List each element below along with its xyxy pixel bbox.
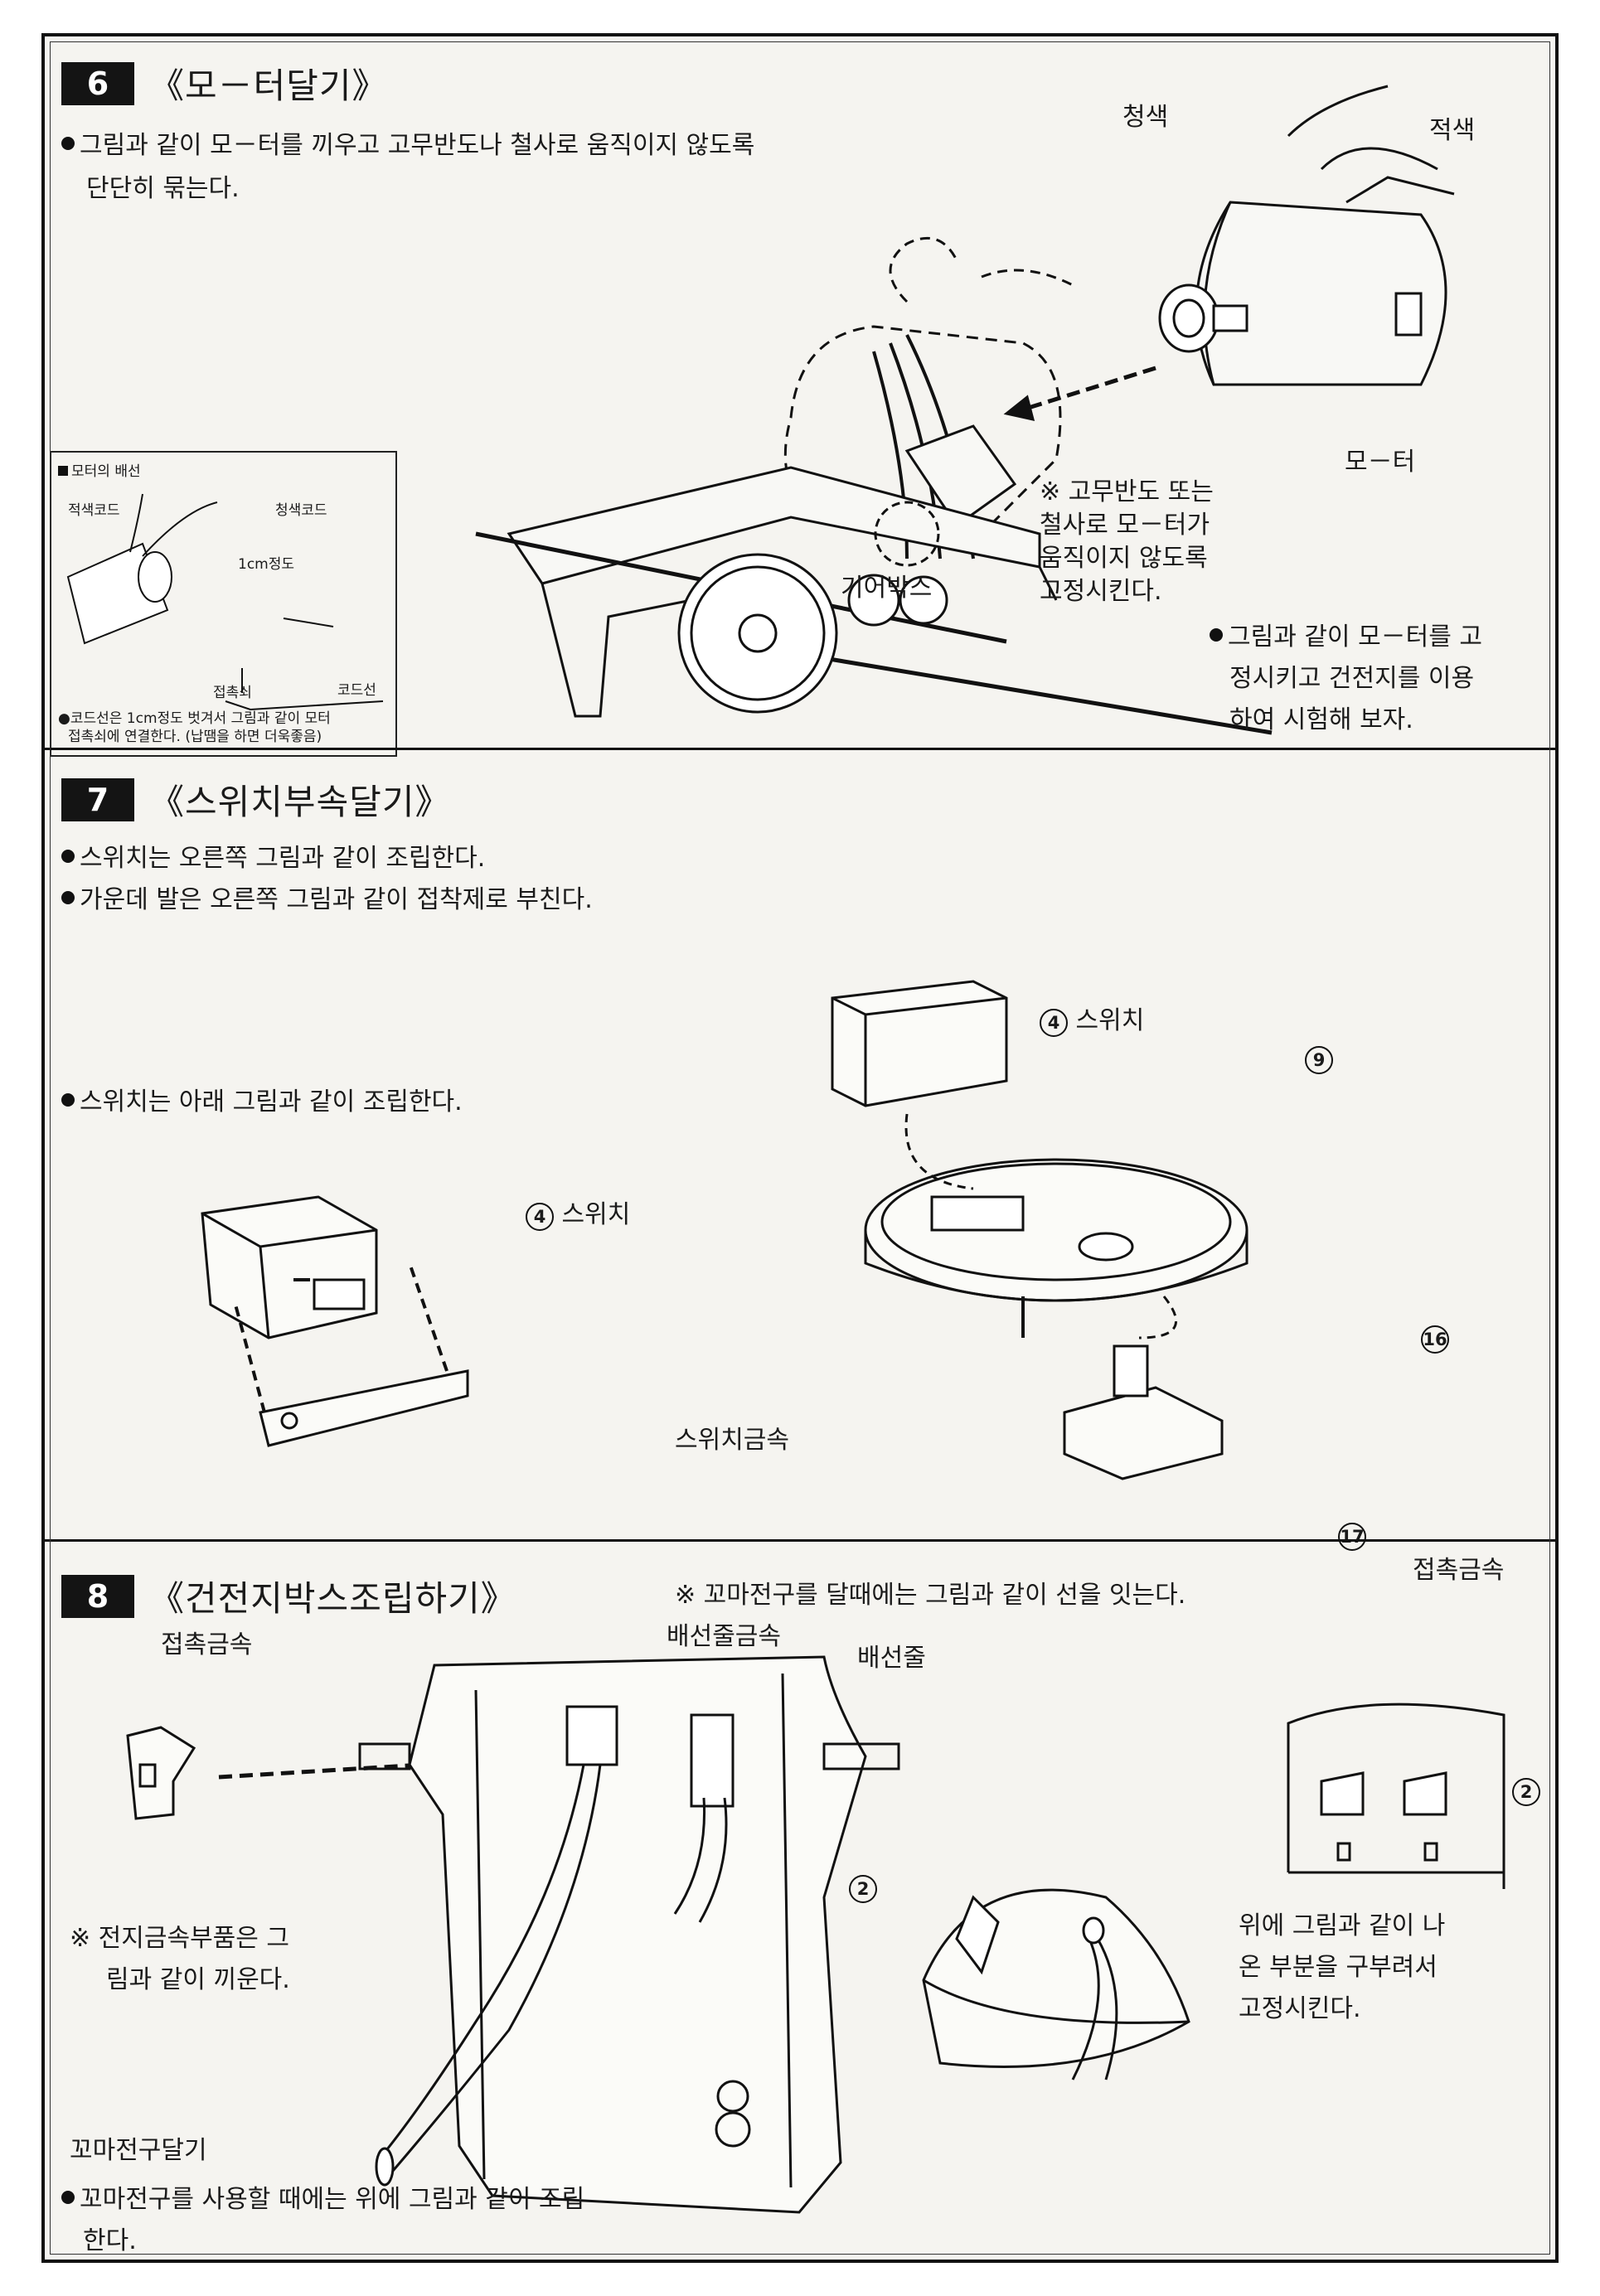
contact-metal-label: 접촉금속 (161, 1630, 253, 1659)
switch-label-left: 4 스위치 (526, 1194, 630, 1231)
blue-cord-label: 청색코드 (275, 502, 327, 519)
test-instruction: 그림과 같이 모－터를 고 정시키고 건전지를 이용 하여 시험해 보자. (1210, 617, 1482, 741)
section-8: 8 《건전지박스조립하기》 ※ 꼬마전구를 달때에는 그림과 같이 선을 잇는다… (45, 1541, 1555, 2262)
section-7-header: 7 《스위치부속달기》 (61, 774, 450, 825)
inset-title: 모터의 배선 (58, 459, 141, 480)
bulb-title: 꼬마전구달기 (70, 2136, 207, 2165)
bulb-instruction: 꼬마전구를 사용할 때에는 위에 그림과 같이 조립 한다. (61, 2179, 584, 2262)
section-title: 《건전지박스조립하기》 (149, 1578, 516, 1619)
section-6: 6 《모－터달기》 그림과 같이 모－터를 끼우고 고무반도나 철사로 움직이지… (45, 36, 1555, 757)
step-number: 6 (61, 61, 134, 105)
section-divider (45, 748, 1555, 750)
switch-assembly-illustration (201, 980, 1248, 1480)
gearbox-label: 기어박스 (841, 574, 933, 603)
motor-gearbox-illustration (475, 85, 1455, 735)
instruction-line: 스위치는 아래 그림과 같이 조립한다. (61, 1081, 463, 1124)
page-frame: 6 《모－터달기》 그림과 같이 모－터를 끼우고 고무반도나 철사로 움직이지… (41, 33, 1559, 2263)
insert-note: ※ 전지금속부품은 그 림과 같이 끼운다. (70, 1924, 290, 1994)
switch-metal-label: 스위치금속 (675, 1426, 789, 1455)
bulb-wiring-note: ※ 꼬마전구를 달때에는 그림과 같이 선을 잇는다. (675, 1581, 1186, 1610)
section-8-header: 8 《건전지박스조립하기》 (61, 1571, 516, 1621)
section-title: 《모－터달기》 (149, 65, 388, 106)
contact-metal-label-right: 접촉금속 (1413, 1556, 1505, 1585)
part-16-label: 16 (1421, 1323, 1449, 1354)
instruction-line: 스위치는 오른쪽 그림과 같이 조립한다. (61, 837, 485, 880)
length-label: 1cm정도 (238, 556, 295, 573)
instruction-line: 가운데 발은 오른쪽 그림과 같이 접착제로 부친다. (61, 879, 593, 922)
part-9-label: 9 (1305, 1044, 1333, 1074)
blue-wire-label: 청색 (1122, 103, 1169, 132)
red-wire-label: 적색 (1429, 116, 1476, 145)
section-title: 《스위치부속달기》 (149, 782, 451, 822)
motor-wiring-drawing (66, 493, 384, 711)
section-6-header: 6 《모－터달기》 (61, 58, 388, 109)
part-2-label-right: 2 (1512, 1775, 1540, 1806)
motor-wiring-inset: 모터의 배선 적색코드 청색코드 1cm정도 접촉쇠 코드선 ●코드선은 1cm… (50, 451, 397, 757)
battery-box-illustration (126, 1655, 1505, 2214)
instruction-line: 단단히 묶는다. (86, 174, 240, 203)
contact-label: 접촉쇠 (213, 685, 252, 701)
part-2-label: 2 (849, 1872, 877, 1903)
motor-label: 모－터 (1345, 448, 1416, 477)
wire-label: 배선줄 (857, 1644, 926, 1673)
section-divider (45, 1539, 1555, 1542)
instruction-line: 그림과 같이 모－터를 끼우고 고무반도나 철사로 움직이지 않도록 (61, 124, 754, 167)
section-7: 7 《스위치부속달기》 스위치는 오른쪽 그림과 같이 조립한다. 가운데 발은… (45, 749, 1555, 1551)
cord-label: 코드선 (337, 682, 376, 699)
part-17-label: 17 (1338, 1520, 1366, 1551)
step-number: 7 (61, 777, 134, 821)
wire-metal-label: 배선줄금속 (667, 1622, 781, 1651)
step-number: 8 (61, 1574, 134, 1618)
red-cord-label: 적색코드 (68, 502, 120, 519)
switch-label-top: 4 스위치 (1040, 1000, 1144, 1037)
bend-note: 위에 그림과 같이 나 온 부분을 구부려서 고정시킨다. (1239, 1911, 1446, 2023)
